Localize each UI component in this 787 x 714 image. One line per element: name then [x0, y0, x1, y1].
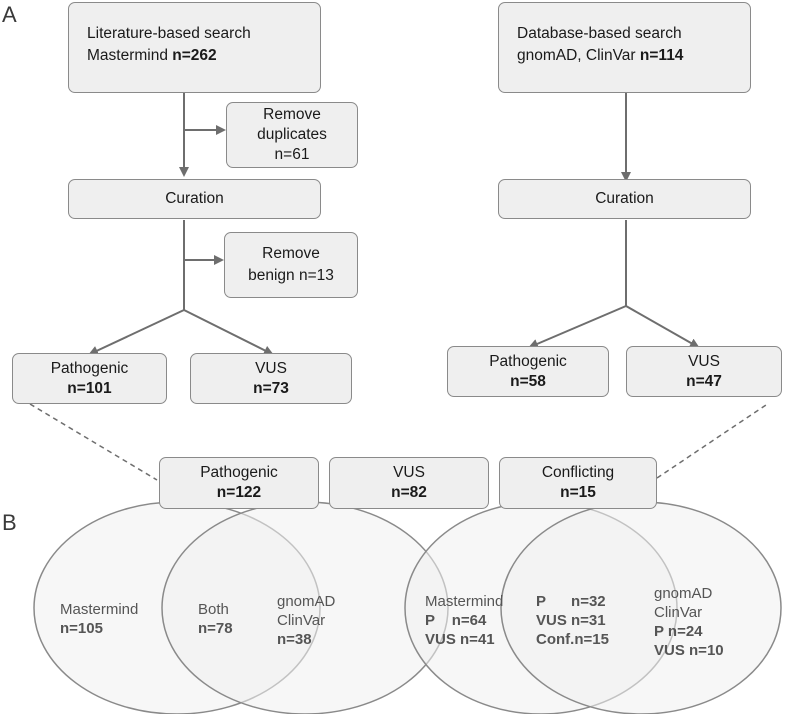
right-pathogenic-box: Pathogenic n=58: [447, 346, 609, 397]
left-pathogenic-box: Pathogenic n=101: [12, 353, 167, 404]
venn-left-mastermind-label: Mastermind n=105: [60, 601, 139, 637]
database-search-source: gnomAD, ClinVar n=114: [517, 47, 684, 64]
arrow-to-right-vus: [625, 305, 700, 348]
literature-search-title: Literature-based search: [87, 25, 251, 42]
database-search-box: Database-based search gnomAD, ClinVar n=…: [498, 2, 751, 93]
arrow-to-right-pathogenic: [528, 305, 627, 349]
literature-search-source: Mastermind n=262: [87, 47, 217, 64]
database-search-title: Database-based search: [517, 25, 682, 42]
dashed-left-merge: [29, 403, 158, 481]
venn-left-both-label: Both n=78: [198, 601, 233, 637]
venn-right-mastermind-label: Mastermind P n=64 VUS n=41: [425, 593, 504, 648]
curation-left-box: Curation: [68, 179, 321, 219]
curation-right-box: Curation: [498, 179, 751, 219]
literature-search-box: Literature-based search Mastermind n=262: [68, 2, 321, 93]
merged-conflicting-box: Conflicting n=15: [499, 457, 657, 509]
arrow-to-left-vus: [183, 309, 274, 355]
remove-benign-box: Remove benign n=13: [224, 232, 358, 298]
merged-vus-box: VUS n=82: [329, 457, 489, 509]
left-vus-box: VUS n=73: [190, 353, 352, 404]
right-vus-box: VUS n=47: [626, 346, 782, 397]
dashed-right-merge: [656, 404, 767, 479]
venn-right-overlap-label: P n=32 VUS n=31 Conf.n=15: [536, 593, 609, 648]
panel-label-a: A: [2, 2, 17, 27]
panel-label-b: B: [2, 510, 17, 535]
venn-right-gnomad-label: gnomAD ClinVar P n=24 VUS n=10: [654, 585, 724, 659]
arrow-to-left-pathogenic: [88, 309, 185, 356]
remove-duplicates-box: Remove duplicates n=61: [226, 102, 358, 168]
merged-pathogenic-box: Pathogenic n=122: [159, 457, 319, 509]
venn-left-gnomad-label: gnomAD ClinVar n=38: [277, 593, 336, 648]
